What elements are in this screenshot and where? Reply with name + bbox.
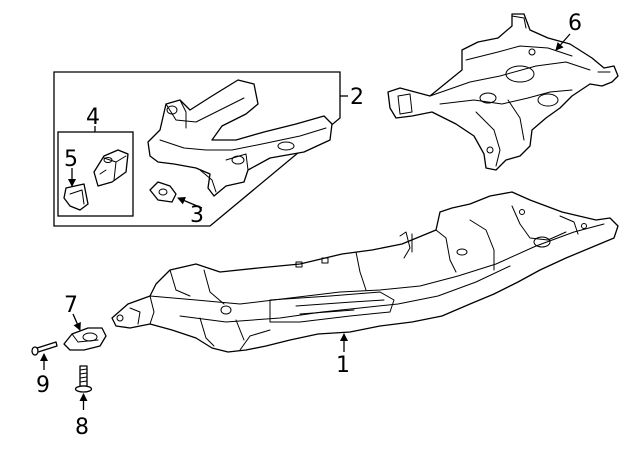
mount-clip <box>63 183 89 211</box>
callout-6: 6 <box>568 11 582 36</box>
callout-7: 7 <box>64 293 78 318</box>
pin <box>31 341 58 356</box>
callout-1: 1 <box>336 353 350 378</box>
callout-2: 2 <box>350 85 364 110</box>
callout-9: 9 <box>36 373 50 398</box>
mount-block <box>93 149 129 187</box>
bolt <box>74 365 93 393</box>
callout-4: 4 <box>86 105 100 130</box>
leader-3 <box>177 197 203 209</box>
leader-6 <box>555 33 571 51</box>
group-box-2 <box>53 71 341 227</box>
leader-7 <box>72 313 81 331</box>
frame-assembly <box>111 191 619 353</box>
callout-3: 3 <box>190 203 204 228</box>
callout-5: 5 <box>64 147 78 172</box>
bushing <box>63 327 107 351</box>
rear-subframe <box>387 13 619 171</box>
callout-8: 8 <box>75 415 89 440</box>
front-crossmember <box>147 79 333 197</box>
bracket <box>149 181 177 203</box>
